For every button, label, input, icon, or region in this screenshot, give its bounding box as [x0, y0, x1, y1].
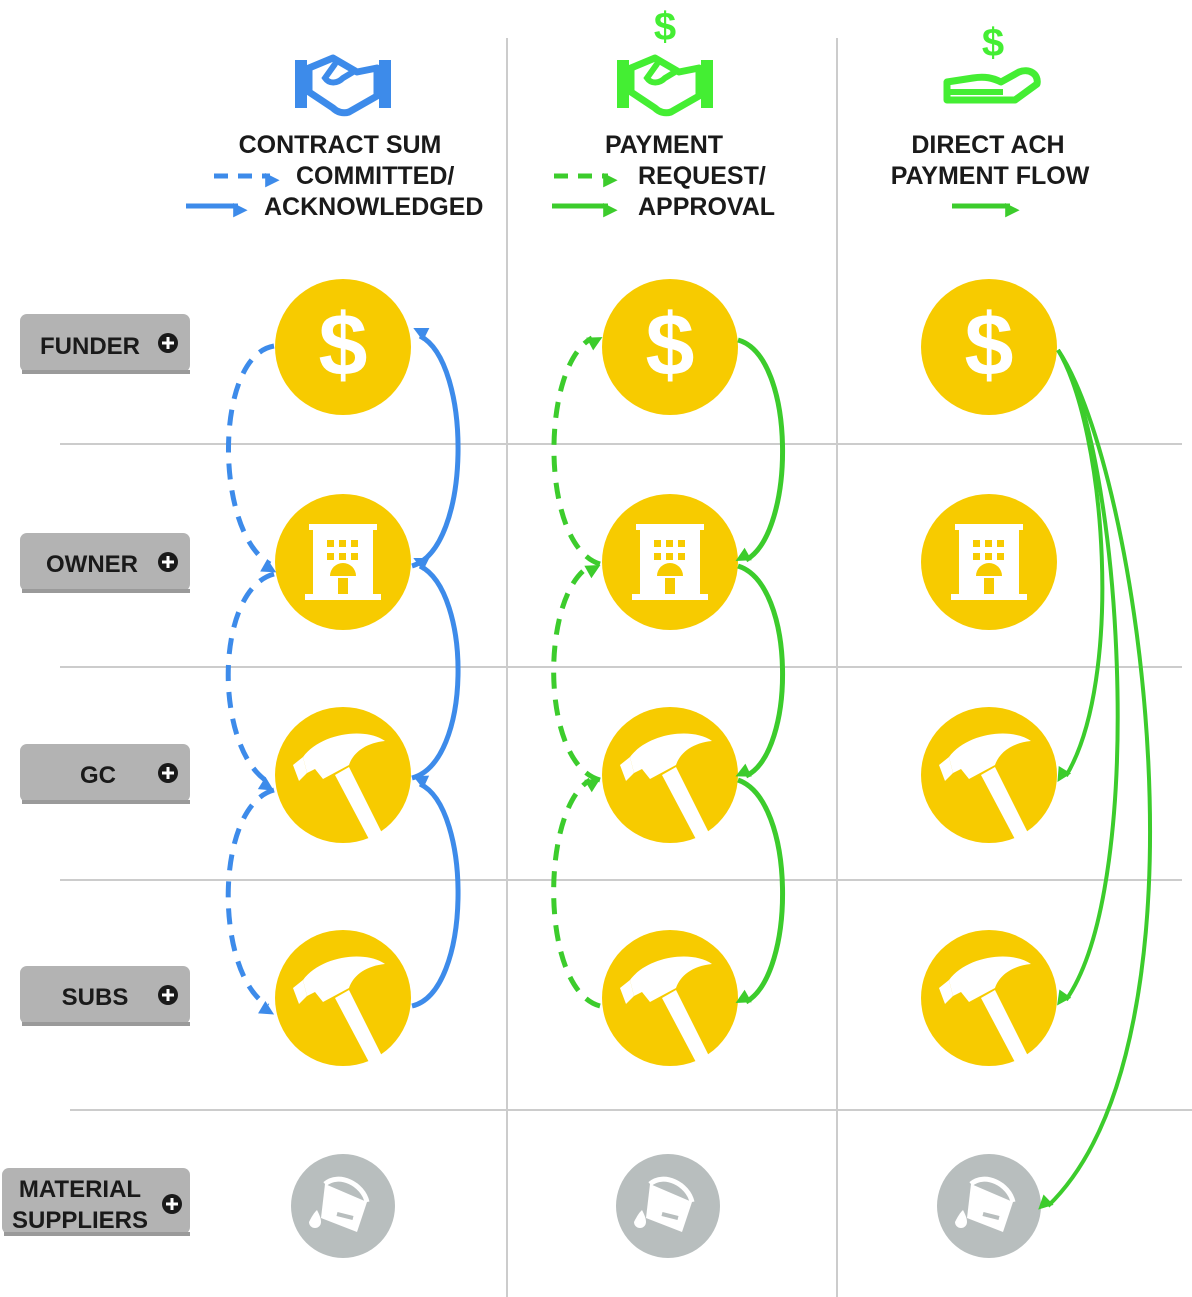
approval-arrow-funder-owner: [735, 337, 785, 563]
expand-plus-icon[interactable]: [158, 985, 178, 1005]
row-label-text: SUBS: [62, 984, 129, 1011]
building-icon: [305, 524, 381, 600]
row-label-gc[interactable]: GC: [20, 744, 190, 804]
funder-node[interactable]: [602, 279, 738, 415]
row-label-text: FUNDER: [40, 333, 140, 360]
gc-node[interactable]: [602, 707, 738, 843]
expand-plus-icon[interactable]: [162, 1194, 182, 1214]
acknowledged-arrow-gc-owner: [411, 557, 461, 781]
payment-title: PAYMENT: [605, 131, 723, 159]
gc-node[interactable]: [921, 707, 1057, 843]
expand-plus-icon[interactable]: [158, 333, 178, 353]
expand-plus-icon[interactable]: [158, 552, 178, 572]
gc-node[interactable]: [275, 707, 411, 843]
committed-arrow-funder-owner: [226, 343, 277, 573]
payment-arrows: [551, 335, 786, 1009]
row-label-text-line2: SUPPLIERS: [12, 1207, 148, 1234]
approval-legend-label: APPROVAL: [638, 193, 775, 221]
approval-arrow-gc-subs: [735, 777, 785, 1005]
handshake-icon: [295, 54, 391, 117]
funder-node[interactable]: [921, 279, 1057, 415]
suppliers-node[interactable]: [616, 1154, 720, 1258]
direct-ach-arrows: [1038, 348, 1152, 1210]
dollar-icon: [964, 295, 1014, 394]
owner-node[interactable]: [921, 494, 1057, 630]
committed-arrow-gc-subs: [225, 787, 275, 1015]
request-arrow-subs-gc: [551, 777, 601, 1009]
approval-arrow-owner-gc: [735, 563, 786, 779]
committed-legend-label: COMMITTED/: [296, 162, 454, 190]
money-hand-icon: $: [943, 21, 1041, 104]
row-label-funder[interactable]: FUNDER: [20, 314, 190, 374]
acknowledged-arrow-subs-gc: [411, 775, 461, 1009]
money-handshake-icon: $: [617, 5, 713, 117]
owner-node[interactable]: [275, 494, 411, 630]
row-label-text: GC: [80, 762, 116, 789]
dollar-icon: [318, 295, 368, 394]
direct-ach-title-line2: PAYMENT FLOW: [891, 162, 1090, 190]
subs-node[interactable]: [921, 930, 1057, 1066]
nodes: [275, 279, 1057, 1258]
svg-text:$: $: [654, 5, 676, 49]
acknowledged-arrow-owner-funder: [411, 327, 461, 569]
grid-lines: [60, 38, 1192, 1297]
funder-node[interactable]: [275, 279, 411, 415]
contract-sum-title: CONTRACT SUM: [239, 131, 442, 159]
ach-arrow-funder-gc: [1056, 348, 1105, 783]
row-label-material-suppliers[interactable]: MATERIAL SUPPLIERS: [2, 1168, 190, 1236]
row-label-text: OWNER: [46, 551, 138, 578]
committed-arrow-owner-gc: [225, 571, 275, 791]
building-icon: [632, 524, 708, 600]
suppliers-node[interactable]: [291, 1154, 395, 1258]
request-arrow-owner-funder: [551, 335, 603, 567]
direct-ach-title-line1: DIRECT ACH: [911, 131, 1064, 159]
owner-node[interactable]: [602, 494, 738, 630]
row-label-subs[interactable]: SUBS: [20, 966, 190, 1026]
row-label-owner[interactable]: OWNER: [20, 533, 190, 593]
request-legend-label: REQUEST/: [638, 162, 766, 190]
subs-node[interactable]: [602, 930, 738, 1066]
contract-sum-arrows: [225, 327, 461, 1015]
acknowledged-legend-label: ACKNOWLEDGED: [264, 193, 483, 221]
subs-node[interactable]: [275, 930, 411, 1066]
request-arrow-gc-owner: [551, 563, 601, 783]
row-label-text-line1: MATERIAL: [19, 1176, 141, 1203]
svg-text:$: $: [982, 21, 1004, 65]
dollar-icon: [645, 295, 695, 394]
building-icon: [951, 524, 1027, 600]
ach-arrow-funder-suppliers: [1038, 348, 1152, 1210]
suppliers-node[interactable]: [937, 1154, 1041, 1258]
expand-plus-icon[interactable]: [158, 763, 178, 783]
ach-arrow-funder-subs: [1056, 348, 1120, 1006]
